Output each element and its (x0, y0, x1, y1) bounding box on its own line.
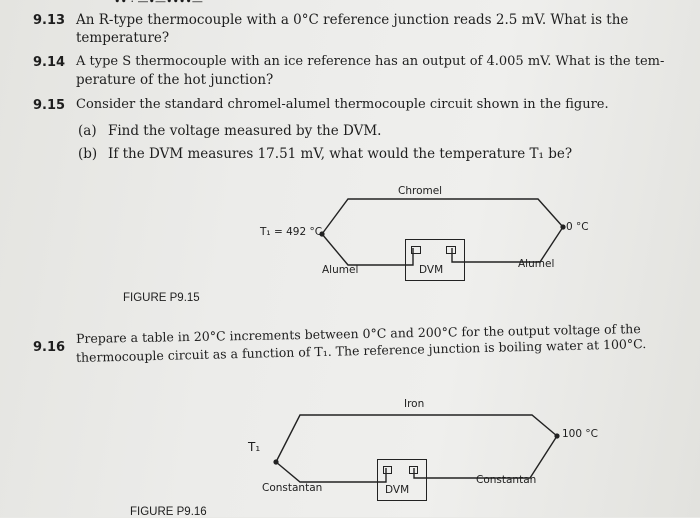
problem-9-15-line-1: Consider the standard chromel-alumel the… (76, 97, 609, 112)
label-ref-0c: 0 °C (566, 221, 589, 233)
iron-wire (275, 414, 558, 463)
problem-9-15-a-text: Find the voltage measured by the DVM. (108, 123, 382, 139)
dvm-meter-box: DVM (405, 239, 465, 281)
junction-ref-dot-16 (554, 433, 560, 439)
problem-9-15-a-label: (a) (78, 123, 97, 139)
alumel-wire-right (451, 226, 564, 263)
label-iron: Iron (404, 398, 425, 410)
junction-t1-dot (319, 231, 325, 237)
constantan-wire-right (413, 435, 558, 479)
label-alumel-left: Alumel (322, 264, 359, 276)
dvm-terminal-right (446, 246, 456, 254)
problem-number-9-13: 9.13 (33, 13, 66, 28)
alumel-wire-left (321, 233, 414, 266)
problem-9-14-line-1: A type S thermocouple with an ice refere… (76, 54, 665, 69)
dvm-meter-box-16: DVM (377, 459, 427, 501)
problem-number-9-15: 9.15 (33, 98, 66, 113)
dvm-terminal-right-16 (409, 466, 418, 474)
label-t1: T₁ (248, 440, 261, 454)
constantan-wire-left (275, 461, 387, 483)
chromel-wire (321, 198, 564, 235)
problem-9-14-line-2: perature of the hot junction? (76, 72, 274, 88)
label-constantan-left: Constantan (262, 482, 323, 494)
junction-t1-dot-16 (273, 459, 279, 465)
label-constantan-right: Constantan (476, 474, 537, 486)
header-fragment: ••ʼ· —•—••••— (114, 0, 203, 8)
dvm-terminal-left-16 (383, 466, 392, 474)
dvm-label-16: DVM (385, 484, 410, 496)
problem-number-9-16: 9.16 (33, 340, 66, 355)
dvm-terminal-left (411, 246, 421, 254)
label-alumel-right: Alumel (518, 258, 555, 270)
label-ref-100c: 100 °C (562, 428, 598, 440)
problem-9-13-line-1: An R-type thermocouple with a 0°C refere… (76, 12, 629, 28)
label-t1-492: T₁ = 492 °C (260, 226, 323, 238)
problem-number-9-14: 9.14 (33, 55, 66, 70)
figure-p9-15-caption: FIGURE P9.15 (123, 292, 200, 304)
problem-9-15-b-label: (b) (78, 146, 98, 162)
dvm-label: DVM (419, 264, 444, 276)
junction-ref-dot (560, 224, 566, 230)
figure-p9-16-caption: FIGURE P9.16 (130, 506, 207, 518)
problem-9-15-b-text: If the DVM measures 17.51 mV, what would… (108, 146, 573, 162)
problem-9-13-line-2: temperature? (76, 30, 170, 46)
label-chromel: Chromel (398, 185, 443, 197)
